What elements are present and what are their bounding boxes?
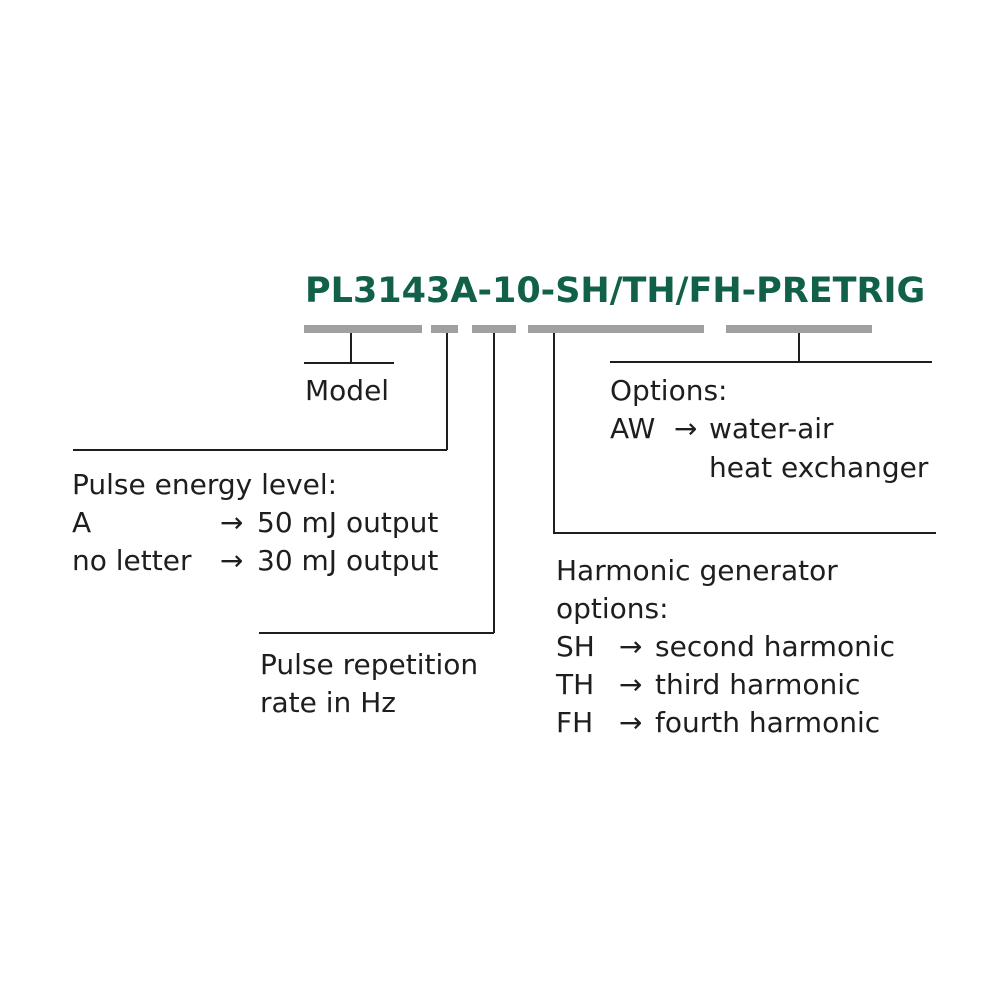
options-connector-vertical [798, 333, 800, 362]
segment-bar-energy [431, 325, 458, 333]
options-arrow: → [674, 412, 698, 445]
segment-bar-model [304, 325, 422, 333]
harmonic-value: fourth harmonic [655, 706, 881, 739]
model-connector-vertical [350, 333, 352, 363]
options-code: AW [610, 412, 656, 445]
harmonic-code: SH [556, 630, 595, 663]
options-heading: Options: [610, 374, 728, 407]
pulse-energy-heading: Pulse energy level: [72, 468, 338, 501]
pulse-energy-code: no letter [72, 544, 192, 577]
repetition-line2: rate in Hz [260, 686, 396, 719]
options-connector-horizontal [610, 361, 932, 363]
repetition-connector-vertical [493, 333, 495, 633]
harmonic-code: TH [556, 668, 595, 701]
model-connector-horizontal [304, 362, 394, 364]
pulse-energy-arrow: → [220, 506, 244, 539]
harmonic-arrow: → [619, 668, 643, 701]
harmonic-code: FH [556, 706, 594, 739]
segment-bar-options [726, 325, 872, 333]
pulse-energy-value: 50 mJ output [257, 506, 439, 539]
segment-bar-repetition [472, 325, 516, 333]
pulse-energy-value: 30 mJ output [257, 544, 439, 577]
segment-bar-harmonic [528, 325, 704, 333]
energy-connector-vertical [446, 333, 448, 450]
pulse-energy-arrow: → [220, 544, 244, 577]
harmonic-value: third harmonic [655, 668, 861, 701]
harmonic-connector-horizontal [553, 532, 936, 534]
options-value-line2: heat exchanger [709, 451, 929, 484]
repetition-line1: Pulse repetition [260, 648, 479, 681]
harmonic-heading-line1: Harmonic generator [556, 554, 838, 587]
options-value-line1: water-air [709, 412, 834, 445]
model-code-title: PL3143A-10-SH/TH/FH-PRETRIG [305, 271, 926, 311]
harmonic-heading-line2: options: [556, 592, 669, 625]
harmonic-arrow: → [619, 706, 643, 739]
model-label: Model [305, 374, 390, 407]
repetition-connector-horizontal [259, 632, 494, 634]
harmonic-value: second harmonic [655, 630, 896, 663]
pulse-energy-code: A [72, 506, 92, 539]
energy-connector-horizontal [73, 449, 447, 451]
harmonic-arrow: → [619, 630, 643, 663]
harmonic-connector-vertical [553, 333, 555, 533]
